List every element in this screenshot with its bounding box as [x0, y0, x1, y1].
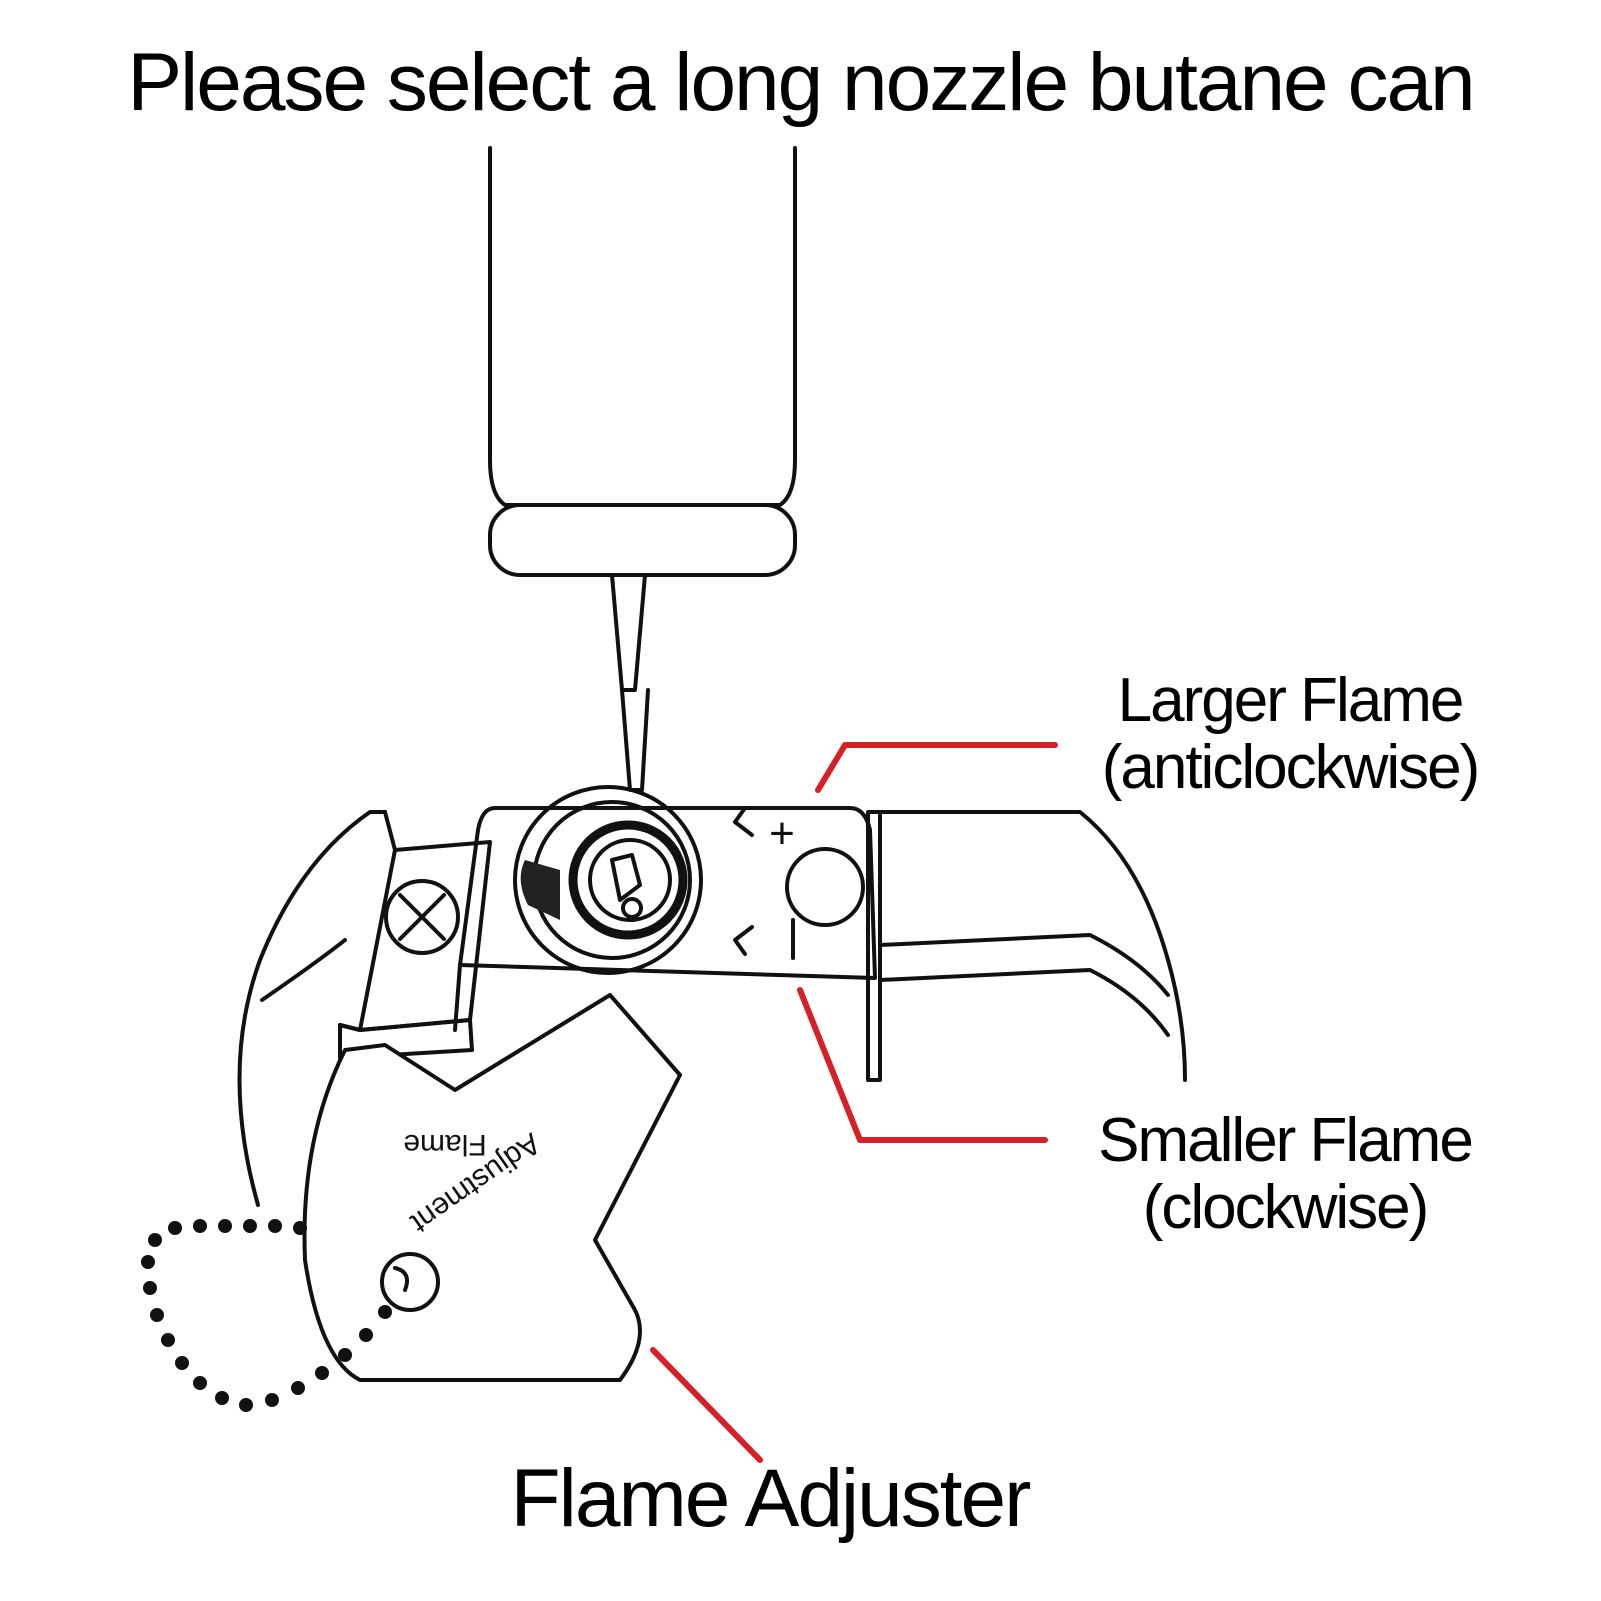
- callout-line-larger-flame: [815, 742, 1058, 793]
- arrow-down-icon: [733, 925, 754, 956]
- can-nozzle: [610, 573, 650, 792]
- can-collar: [488, 503, 797, 577]
- butane-can: [488, 146, 797, 792]
- svg-text:Flame: Flame: [403, 1128, 486, 1161]
- callout-line-flame-adjuster: [650, 1347, 763, 1463]
- refill-valve: [513, 785, 703, 975]
- lighter-left-lid: [237, 810, 492, 1207]
- label-smaller-flame: Smaller Flame (clockwise): [1098, 1106, 1474, 1242]
- can-body: [488, 146, 797, 507]
- plus-mark: +: [769, 809, 795, 858]
- adjust-dial: [785, 847, 865, 927]
- screw-icon: [384, 879, 460, 955]
- label-larger-flame: Larger Flame (anticlockwise): [1101, 666, 1481, 802]
- label-flame-adjuster: Flame Adjuster: [510, 1453, 1032, 1544]
- key-ring-hole: [380, 1252, 440, 1312]
- arrow-up-icon: [733, 806, 754, 837]
- bead-chain: [141, 1219, 392, 1412]
- lighter-top-plate: [453, 806, 877, 1032]
- adjustment-marks: +: [733, 806, 865, 960]
- callout-line-smaller-flame: [797, 987, 1048, 1143]
- lighter-right-lid: [866, 810, 1187, 1082]
- page-title: Please select a long nozzle butane can: [127, 37, 1475, 128]
- flame-adjuster-tool: Flame Adjustment: [302, 993, 682, 1382]
